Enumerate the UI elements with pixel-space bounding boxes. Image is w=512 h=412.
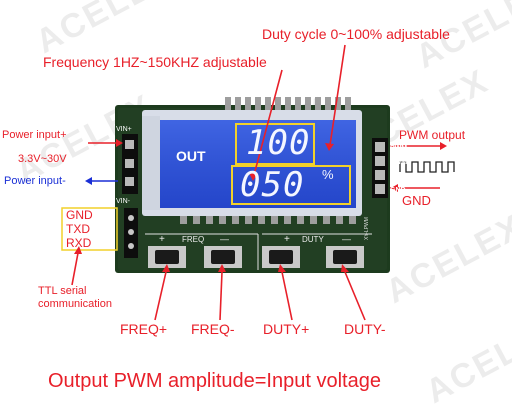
duty-minus-silk: — [342,234,351,244]
freq-plus-silk: + [159,234,165,245]
freq-plus-annotation: FREQ+ [120,321,168,337]
pwm-module-board [61,44,455,321]
lcd-out-label: OUT [176,148,206,164]
pwm-waveform-icon [399,161,455,173]
output-pin-labels: PWM PWM GND GND [390,142,407,198]
frequency-annotation: Frequency 1HZ~150KHZ adjustable [43,54,267,70]
serial-pin-label: TXD [66,222,90,236]
serial-pin-label: GND [66,208,93,222]
duty-plus-annotation: DUTY+ [263,321,310,337]
duty-minus-button[interactable] [326,246,364,268]
serial-pins-box [61,207,118,251]
communication-annotation: communication [38,298,112,310]
output-pin-label: GND [390,173,406,180]
output-pin-label: GND [390,187,406,194]
freq-plus-button[interactable] [148,246,186,268]
freq-minus-annotation: FREQ- [191,321,235,337]
output-header [372,138,388,198]
duty-highlight-box [235,123,315,165]
power-input-plus-annotation: Power input+ [2,129,67,141]
serial-pin-label: RXD [66,236,92,250]
output-pin-label: PWM [390,145,408,152]
vin-minus-silk: VIN- [116,198,130,205]
footer-caption: Output PWM amplitude=Input voltage [48,370,381,392]
frequency-highlight-box [231,165,351,205]
serial-pin-labels: GND TXD RXD [66,208,93,250]
duty-silk: DUTY [302,235,324,244]
output-pin-label: PWM [390,159,408,166]
duty-cycle-annotation: Duty cycle 0~100% adjustable [262,26,450,42]
duty-plus-silk: + [284,234,290,245]
power-input-minus-annotation: Power input- [4,175,66,187]
gnd-annotation: GND [402,193,431,208]
voltage-range-annotation: 3.3V~30V [18,153,67,165]
vin-plus-silk: VIN+ [116,126,132,133]
ttl-serial-annotation: TTL serial [38,285,87,297]
pwm-output-annotation: PWM output [399,128,466,142]
duty-minus-annotation: DUTY- [344,321,386,337]
lcd-frequency-readout: 050 [240,165,305,205]
freq-silk: FREQ [182,235,205,244]
freq-minus-silk: — [220,234,229,244]
lcd-percent-symbol: % [322,167,334,182]
duty-plus-button[interactable] [262,246,300,268]
model-silk: XY-LPWM [363,217,370,240]
lcd-duty-readout: 100 [246,123,311,163]
freq-minus-button[interactable] [204,246,242,268]
